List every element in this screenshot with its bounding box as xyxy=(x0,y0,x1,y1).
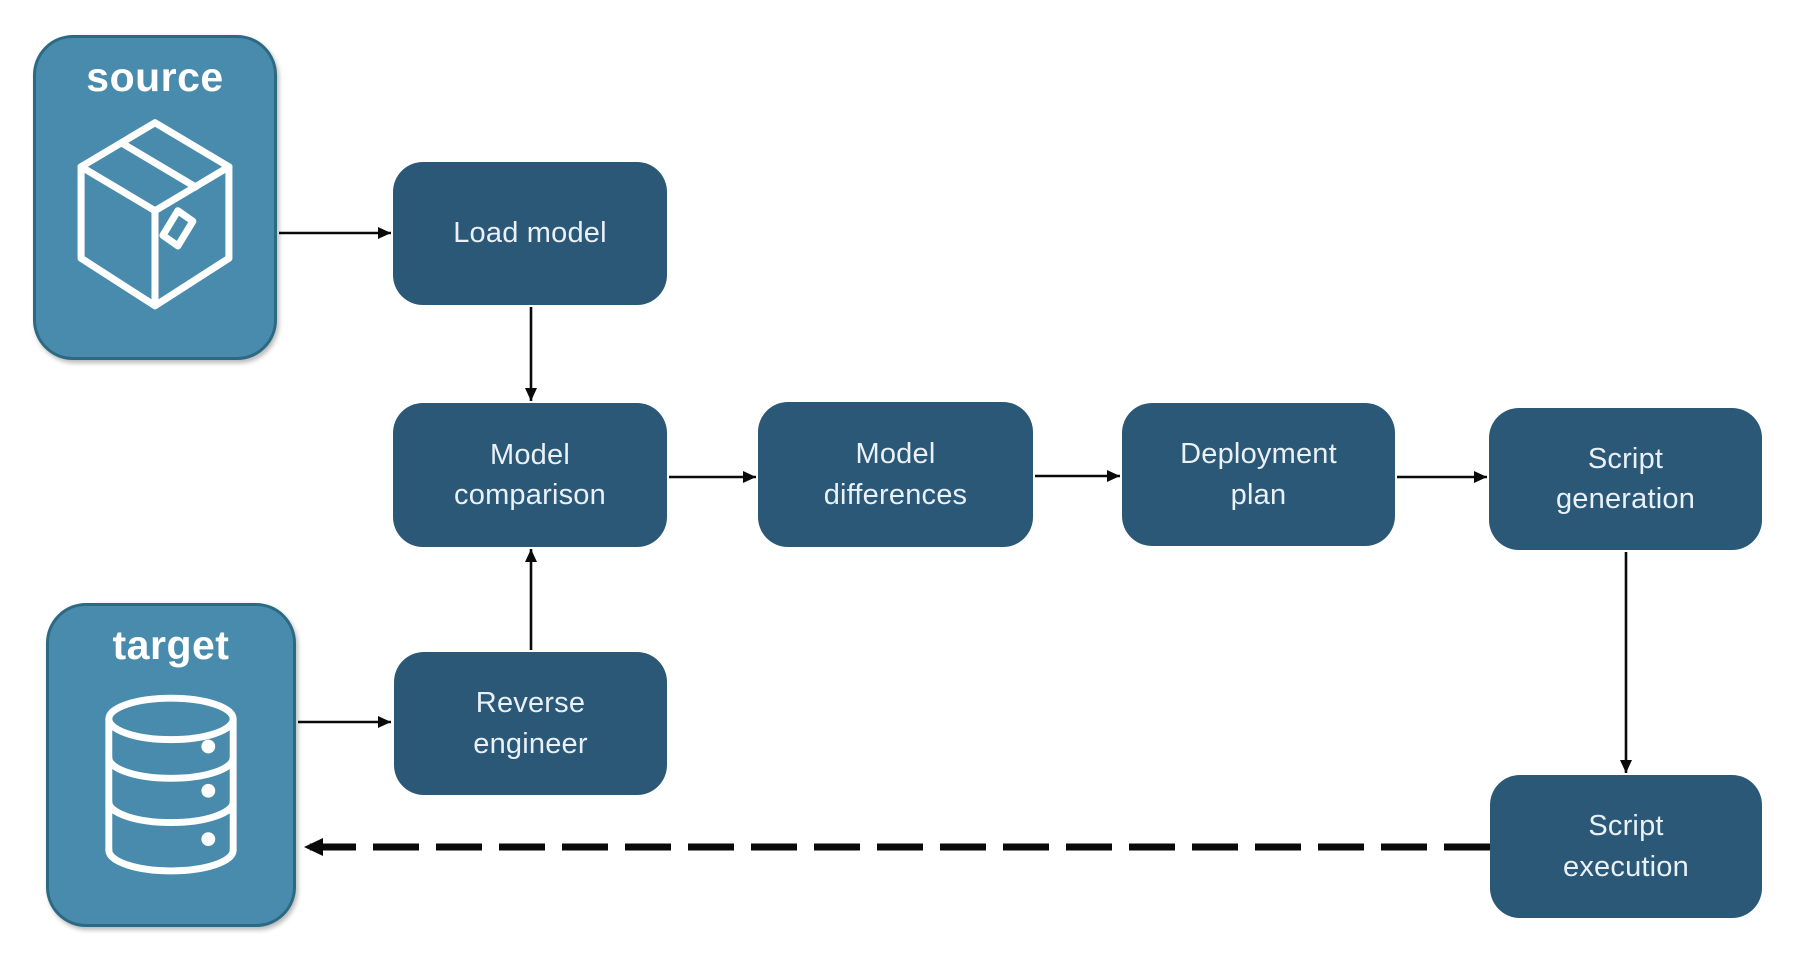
node-load-model-label: Load model xyxy=(453,217,607,250)
package-icon xyxy=(77,119,233,310)
node-script-generation: Script generation xyxy=(1489,408,1762,550)
source-node: source xyxy=(33,35,277,360)
node-model-differences-label: Model differences xyxy=(823,438,968,511)
node-model-differences: Model differences xyxy=(758,402,1033,547)
target-node: target xyxy=(46,603,296,927)
node-reverse-engineer-label: Reverse engineer xyxy=(473,687,588,760)
node-model-comparison-label: Model comparison xyxy=(454,438,606,511)
database-icon xyxy=(105,694,237,875)
node-script-execution: Script execution xyxy=(1490,775,1762,918)
node-load-model: Load model xyxy=(393,162,667,305)
node-script-generation-label: Script generation xyxy=(1555,442,1696,515)
node-deployment-plan-label: Deployment plan xyxy=(1180,438,1337,511)
node-script-execution-label: Script execution xyxy=(1563,810,1689,883)
node-reverse-engineer: Reverse engineer xyxy=(394,652,667,795)
source-label: source xyxy=(86,54,224,100)
target-label: target xyxy=(112,622,230,668)
node-deployment-plan: Deployment plan xyxy=(1122,403,1395,546)
node-model-comparison: Model comparison xyxy=(393,403,667,547)
